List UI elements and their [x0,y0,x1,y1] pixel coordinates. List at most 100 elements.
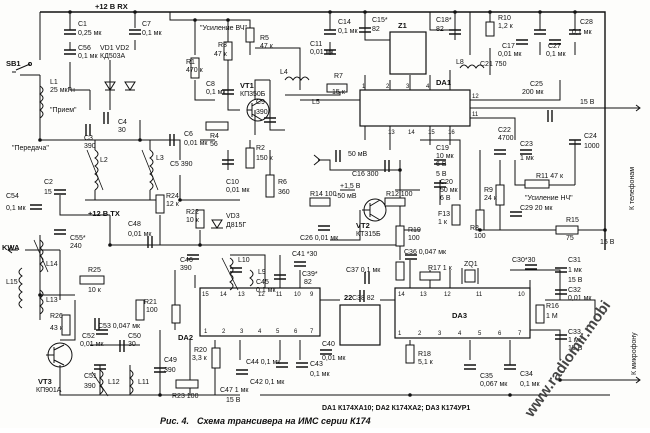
label-r2: R2 [256,145,265,152]
label-r1v: 470 к [186,67,204,74]
label-c19b: 6 В [436,161,447,168]
label-c54v: 0,1 мк [6,205,26,212]
label-v15b: 15 В [580,99,595,106]
caption-title: Схема трансивера на ИМС серии К174 [197,416,371,426]
label-vminus: -50 мВ [335,193,357,200]
label-r21: R21 [144,299,157,306]
label-c3: C3 [84,135,93,142]
label-c51: C51 [84,373,97,380]
label-c1v: 0,25 мк [78,30,102,37]
label-r6v: 360 [278,189,290,196]
label-kwa: KWA [2,243,20,252]
label-c56v: 0,1 мк [78,53,98,60]
label-10: 4 [258,329,262,335]
label-0: 14 [398,292,405,298]
label-r18: R18 [418,351,431,358]
label-2: 3 [406,84,410,90]
label-c31b: 15 В [568,277,583,284]
label-c23: C23 [520,141,533,148]
label-r20: R20 [194,347,207,354]
label-c55: C55* [70,235,86,242]
label-usilenie_nch: "Усиление НЧ" [525,195,573,202]
label-vt2: VT2 [356,221,370,230]
label-c33: C33 [568,329,581,336]
label-c31: C31 [568,257,581,264]
label-c40v: 0,01 мк [322,355,346,362]
chip-da3: DA3 14 13 12 11 10 1 2 3 4 5 6 7 [394,287,531,339]
label-c7v: 0,1 мк [142,30,162,37]
label-r1: R1 [186,59,195,66]
label-v5b: 5 В [436,171,447,178]
label-13: 7 [310,329,314,335]
label-c21: C21 750 [480,61,507,68]
label-l8: L8 [456,59,464,66]
label-9: 3 [240,329,244,335]
label-c47v: 15 В [226,397,241,404]
label-l4: L4 [280,69,288,76]
to-headphones-label: К телефонам [629,167,636,210]
output-arrows [7,104,641,384]
label-r13v: 1 к [438,219,448,226]
label-l5: L5 [312,99,320,106]
label-r9: R9 [484,187,493,194]
label-8: 12 [472,94,479,100]
label-c48v: 0,01 мк [128,231,152,238]
label-c43v: 0,1 мк [310,371,330,378]
label-ref: DA2 [178,333,193,342]
label-c8v: 0,1 мк [206,89,226,96]
label-c28: C28 [580,19,593,26]
label-c8: C8 [206,81,215,88]
label-vt3: VT3 [38,377,52,386]
label-c55v: 240 [70,243,82,250]
label-c6v: 0,01 мк [184,140,208,147]
label-c47: C47 1 мк [220,387,249,394]
label-c10: C10 [226,179,239,186]
label-c11v: 0,01 мк [310,49,334,56]
label-c43: C43 [310,361,323,368]
label-vd3v: Д815Г [226,222,246,229]
label-3: 11 [476,292,483,298]
label-c20b: 6 В [440,195,451,202]
supply-mid-label: +1,5 В [340,183,361,190]
label-c18: C18* [436,17,452,24]
label-r22: R22 [186,209,199,216]
label-r24: R24 [166,193,179,200]
chip-da2: DA2 15 14 13 12 11 10 9 1 2 3 4 5 6 7 [178,287,321,342]
label-r11: R11 47 к [536,173,564,180]
label-c9: C9 [256,99,265,106]
label-priem: "Прием" [50,107,77,114]
label-l11: L11 [138,379,149,386]
label-vt1: VT1 [240,81,254,90]
label-c1: C1 [78,21,87,28]
figure-caption: Рис. 4. Схема трансивера на ИМС серии К1… [160,416,371,426]
label-c35: C35 [480,373,493,380]
label-c15: C15* [372,17,388,24]
label-l10: L10 [238,257,250,264]
label-l1v: 25 мкГн [50,87,75,94]
label-c4: C4 [118,119,127,126]
label-r15v: 75 [566,235,574,242]
label-6: 2 [418,331,422,337]
label-l15: L15 [6,279,18,286]
label-r19: R19 [408,227,421,234]
label-c15v: 82 [372,26,380,33]
label-c35v: 0,067 мк [480,381,508,388]
label-r12: R12 100 [386,191,413,198]
label-1: 13 [420,292,427,298]
label-c7: C7 [142,21,151,28]
label-c23v: 1 мк [520,155,535,162]
label-vt3v: КП901А [36,387,62,394]
label-r2v: 150 к [256,155,274,162]
label-r4: R4 [210,133,219,140]
label-ref: DA1 [436,78,451,87]
label-c49v: 390 [164,367,176,374]
supply-tx-label: +12 В TX [88,209,120,218]
label-6: 14 [408,130,415,136]
label-c16: C16 300 [352,171,379,178]
label-3: 12 [258,292,265,298]
label-2: 12 [444,292,451,298]
label-r20v: 3,3 к [192,355,208,362]
label-r25: R25 [88,267,101,274]
label-l14: L14 [46,261,58,268]
label-c30: C30*30 [512,257,535,264]
